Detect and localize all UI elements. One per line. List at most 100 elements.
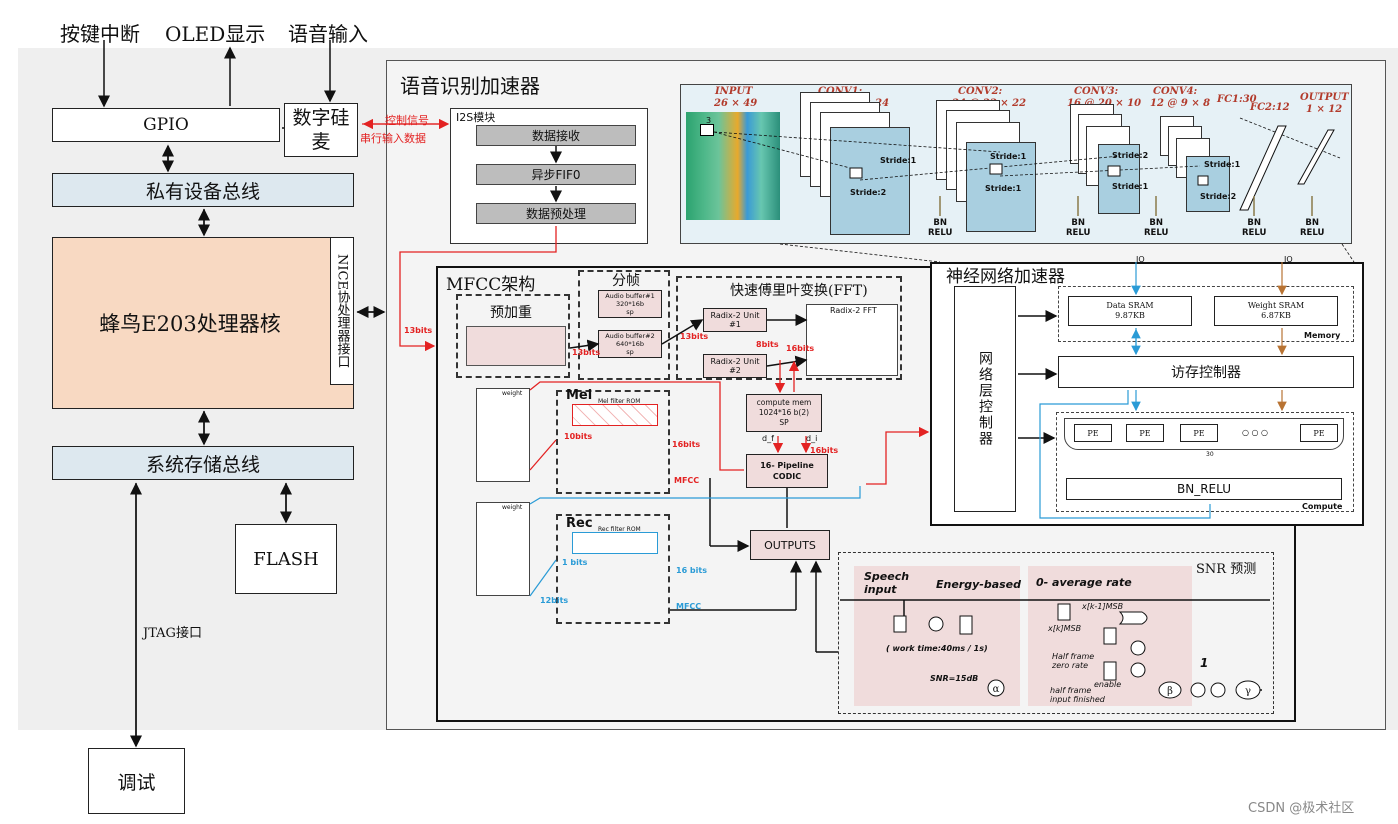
bits-10-mel: 10bits [564,432,593,441]
output-dim: 1 × 12 [1306,104,1343,115]
rec-rom-label: Rec filter ROM [598,526,641,533]
stride2-label-b: Stride:2 [1112,151,1149,160]
watermark: CSDN @极术社区 [1248,801,1355,816]
memory-group [1058,286,1354,342]
pe-count: 30 [1206,451,1214,458]
i2s-step-fifo: 异步FIF0 [476,164,636,185]
mel-rom-label: Mel filter ROM [598,398,641,405]
bits-16-fft: 16bits [786,344,815,353]
conv3-label: CONV3: [1074,86,1119,97]
xk-label: x[k]MSB [1048,624,1082,633]
stride1-label-e: Stride:1 [1204,160,1241,169]
io-label-2: IO [1284,255,1293,264]
conv2-label: CONV2: [958,86,1003,97]
output-label: OUTPUT [1300,92,1349,103]
nice-interface: NICE协处理器接口 [330,237,354,385]
conv1-label: CONV1: [818,86,862,97]
bits-16-cordic: 16bits [810,446,839,455]
half-finished-label: half frame input finished [1050,686,1105,704]
conv3-dim: 16 @ 20 × 10 [1067,98,1142,109]
rec-block [556,514,670,624]
beta-symbol: β [1167,686,1173,697]
preemphasis-block [456,294,570,378]
half-zero-label: Half frame zero rate [1052,652,1095,670]
voice-input-label: 语音输入 [288,22,368,46]
conv2-stack [936,100,1044,240]
bits-13-fft: 13bits [680,332,709,341]
mfcc-title: MFCC架构 [446,275,536,295]
i2s-step-preprocess: 数据预处理 [476,203,636,224]
energy-based-label: Energy-based [936,578,1022,591]
input-label: INPUT [715,86,753,97]
gpio-block: GPIO [52,108,280,142]
alpha-symbol: α [993,684,1000,695]
nn-title: 神经网络加速器 [946,267,1065,287]
work-time-label: ( work time:40ms / 1s) [886,644,988,653]
gamma-symbol: γ [1245,686,1251,697]
mel-title: Mel [566,388,593,403]
accelerator-title: 语音识别加速器 [400,74,540,98]
kernel-size-label: 3 [706,116,712,125]
outputs-block: OUTPUTS [750,530,830,560]
compute-mem: compute mem 1024*16 b(2) SP [746,394,822,432]
pe-2: PE [1126,424,1164,442]
i2s-title: I2S模块 [456,111,496,124]
key-interrupt-label: 按键中断 [60,22,140,46]
stride1-label-d: Stride:1 [1112,182,1149,191]
data-sram: Data SRAM 9.87KB [1068,296,1192,326]
radix-fft-title: Radix-2 FFT [830,306,877,315]
conv3-stack [1070,104,1150,224]
system-storage-bus: 系统存储总线 [52,446,354,480]
fc2-label: FC2:12 [1250,102,1290,113]
bn-relu-block: BN_RELU [1066,478,1342,500]
bits-13-frame: 13bits [572,348,601,357]
rec-mfcc-label: MFCC [676,602,702,611]
memory-label: Memory [1304,331,1341,340]
bits-12-rec: 12bits [540,596,569,605]
flash-block: FLASH [235,524,337,594]
preemphasis-title: 预加重 [490,305,532,321]
di-label: d_i [806,434,818,443]
jtag-label: JTAG接口 [143,626,202,641]
input-dim: 26 × 49 [714,98,758,109]
stride2-label-c: Stride:2 [1200,192,1237,201]
mic-block: 数字硅麦 [284,103,358,157]
preemphasis-circuit [466,326,566,366]
audio-buffer-2: Audio buffer#2 640*16b sp [598,330,662,358]
bits-16-mel: 16bits [672,440,701,449]
compute-label: Compute [1302,502,1343,511]
mel-block [556,390,670,494]
snr-title: SNR 预测 [1196,562,1257,577]
radix-unit-1: Radix-2 Unit #1 [703,308,767,332]
weight-sram: Weight SRAM 6.87KB [1214,296,1338,326]
rec-weight-label: weight [502,504,523,511]
layer-controller: 网络层控制器 [954,286,1016,512]
rec-rom-table [476,502,530,596]
stride1-label-c: Stride:1 [985,184,1022,193]
snr15-label: SNR=15dB [930,674,979,683]
i2s-step-receive: 数据接收 [476,125,636,146]
oled-label: OLED显示 [165,22,266,46]
pe-3: PE [1180,424,1218,442]
radix-unit-2: Radix-2 Unit #2 [703,354,767,378]
pe-ellipsis: ○ ○ ○ [1242,428,1269,437]
zero-rate-label: 0- average rate [1036,576,1132,589]
debug-block: 调试 [88,748,185,814]
memory-controller: 访存控制器 [1058,356,1354,388]
stride2-label-a: Stride:2 [850,188,887,197]
df-label: d_f [762,434,774,443]
compute-group [1056,412,1354,512]
mel-filter-rom [572,404,658,426]
rec-title: Rec [566,516,593,531]
fft-title: 快速傅里叶变换(FFT) [730,283,868,299]
serial-input-label: 串行输入数据 [360,132,426,145]
fc1-label: FC1:30 [1217,94,1257,105]
fft-block [676,276,902,380]
input-kernel [700,124,714,136]
pe-1: PE [1074,424,1112,442]
